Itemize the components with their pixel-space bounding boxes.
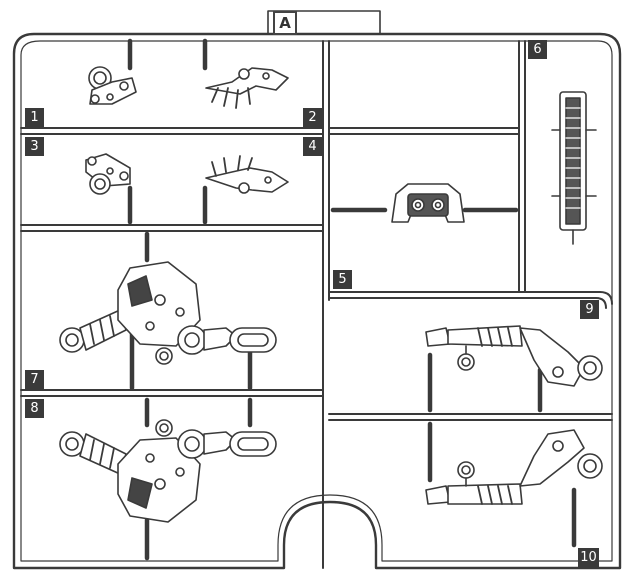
- part-label-1: 1: [25, 108, 44, 127]
- runner-inner-frame: [20, 40, 613, 562]
- part-6-drawing: [551, 91, 597, 245]
- part-10-drawing: [425, 429, 603, 505]
- part-2-drawing: [205, 67, 289, 109]
- part-label-3: 3: [25, 137, 44, 156]
- part-1-drawing: [88, 66, 137, 105]
- part-5-drawing: [391, 183, 465, 223]
- part-9-drawing: [425, 325, 603, 387]
- part-label-4: 4: [303, 137, 322, 156]
- part-4-drawing: [205, 155, 289, 194]
- part-label-5: 5: [333, 270, 352, 289]
- part-label-6: 6: [528, 40, 547, 59]
- runner-outer-frame: [12, 32, 622, 570]
- runner-tab-outline: [267, 10, 381, 35]
- part-label-7: 7: [25, 370, 44, 389]
- runner-letter-tag: A: [273, 11, 297, 35]
- part-7-drawing: [59, 261, 277, 365]
- part-label-2: 2: [303, 108, 322, 127]
- sprue-stubs: [127, 38, 577, 561]
- runner-gates: [20, 40, 613, 569]
- part-label-10: 10: [578, 548, 599, 567]
- part-label-8: 8: [25, 399, 44, 418]
- part-label-9: 9: [580, 300, 599, 319]
- part-8-drawing: [59, 419, 277, 523]
- part-3-drawing: [85, 153, 131, 195]
